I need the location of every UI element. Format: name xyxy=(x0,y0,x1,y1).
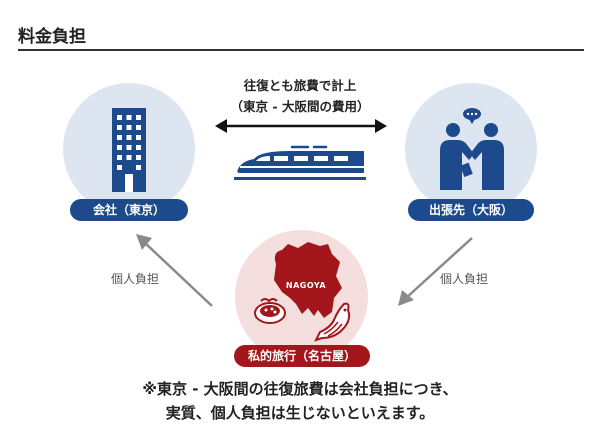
nagoya-map-icon xyxy=(274,242,342,318)
page-title: 料金負担 xyxy=(18,27,86,47)
handshake-icon xyxy=(440,108,504,190)
bullet-train-icon xyxy=(234,145,366,180)
right-flow-label: 個人負担 xyxy=(440,272,489,286)
office-building-icon xyxy=(112,108,146,192)
title-divider xyxy=(18,49,584,51)
trip-caption-line2: （東京 - 大阪間の費用） xyxy=(230,99,370,114)
left-flow-label: 個人負担 xyxy=(111,272,160,286)
trip-caption-line1: 往復とも旅費で計上 xyxy=(243,78,357,93)
food-bowl-icon xyxy=(254,298,286,324)
left-flow-arrow xyxy=(136,234,213,307)
note-line1: ※東京 - 大阪間の往復旅費は会社負担につき、 xyxy=(142,380,458,398)
destination-label: 出張先（大阪） xyxy=(408,199,534,221)
private-trip-label: 私的旅行（名古屋） xyxy=(234,345,370,367)
round-trip-arrow xyxy=(215,119,387,133)
company-label: 会社（東京） xyxy=(70,199,188,221)
golden-fish-icon xyxy=(314,302,351,342)
note-line2: 実質、個人負担は生じないといえます。 xyxy=(165,404,435,422)
right-flow-arrow xyxy=(398,237,473,306)
map-label: NAGOYA xyxy=(285,281,327,290)
destination-circle xyxy=(405,83,537,215)
